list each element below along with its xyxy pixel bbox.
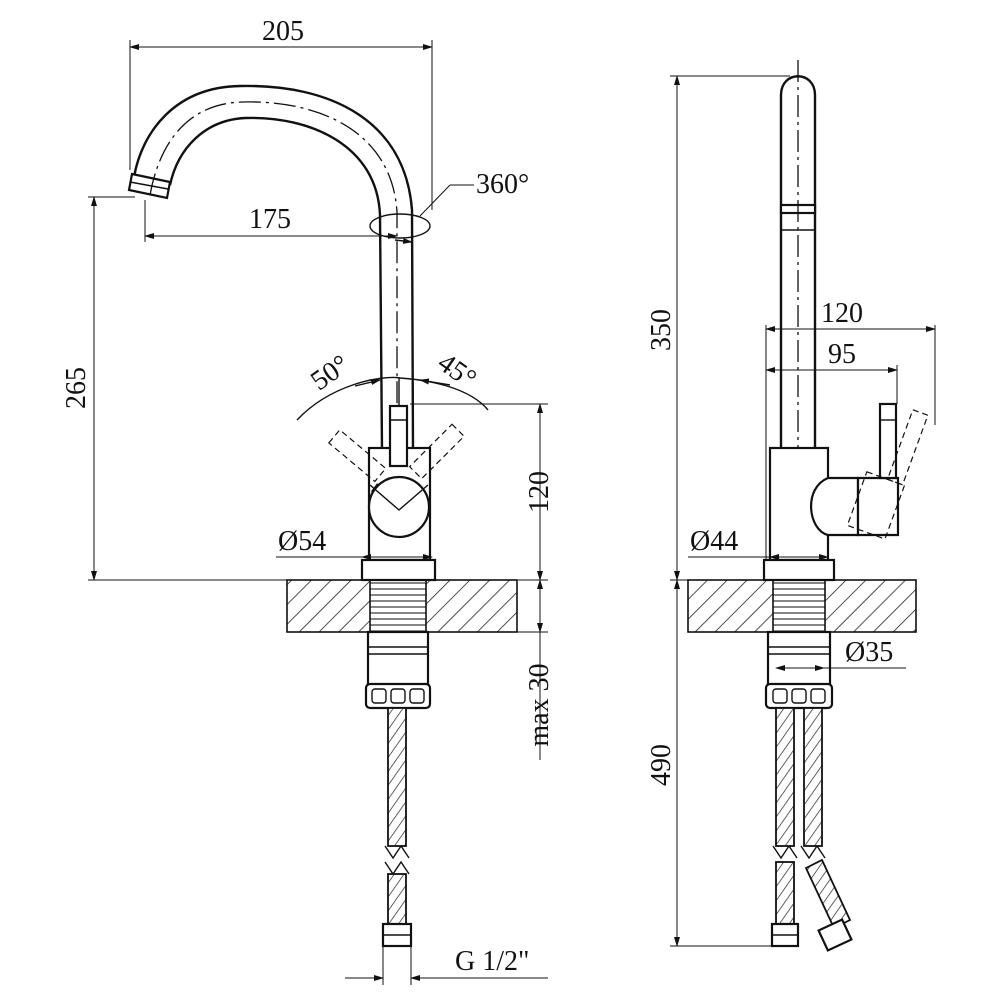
dim-lever-right-angle: 45° [432,347,482,395]
dim-lever-reach: 95 [828,339,856,370]
lever-front [388,404,409,468]
base-flange-side [762,558,836,582]
threaded-shank-front [369,579,427,633]
hose-side-left-upper [775,707,795,847]
dim-reach: 175 [249,204,291,235]
dim-shank-diameter: Ø35 [845,637,893,668]
cartridge-circle [367,475,431,539]
side-view: 350 490 120 95 Ø44 Ø35 [646,60,936,952]
hose-side-left-lower [775,861,795,925]
base-flange-front [360,558,437,582]
front-view: 205 175 360° 265 50° 45° 120 Ø54 max 30 [61,16,555,985]
handle-cap-side [856,476,900,537]
spout-outer [132,84,415,451]
dim-body-diameter: Ø44 [690,526,738,557]
lever-angle-arc [296,376,489,421]
threaded-shank-side [772,579,826,633]
dim-lever-left-angle: 50° [305,349,355,397]
dim-handle-reach: 120 [821,298,863,329]
dim-total-height: 350 [646,309,677,351]
dim-width: 205 [262,16,304,47]
lever-ghost-right [408,423,465,480]
handle-side [810,476,860,537]
lever-ghost-left [328,429,387,483]
connector-block-side [764,682,834,710]
dim-base-diameter: Ø54 [278,526,326,557]
hose-side-right-lower [804,858,852,930]
dim-hose-length: 490 [646,744,677,786]
connector-block-front [364,682,432,710]
spout-centerline [149,101,398,560]
hose-side-right-upper [803,707,823,847]
spout-inner [168,116,384,451]
hose-front-upper [387,707,407,847]
swivel-ellipse [369,213,431,239]
dim-thread: G 1/2" [455,946,529,977]
handle-ghost-side [846,409,929,540]
dim-height: 265 [61,367,92,409]
hose-front-lower [387,873,407,925]
lever-side [878,402,898,480]
dim-countertop-thickness: max 30 [524,663,555,746]
dim-body-height: 120 [524,471,555,513]
dim-swivel: 360° [476,169,529,200]
hose-fitting-side-right [817,918,853,952]
mounting-nut-front [366,630,430,689]
mounting-nut-side [766,630,832,689]
